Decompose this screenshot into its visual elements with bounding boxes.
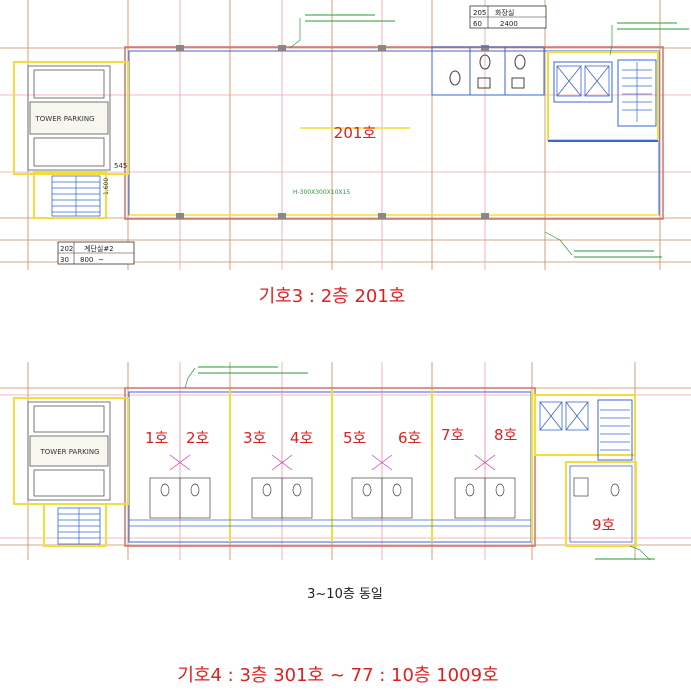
svg-text:화장실: 화장실 xyxy=(495,8,514,17)
plan-2f: TOWER PARKING 545 1,600 H-300X300X10X15 xyxy=(0,0,691,307)
bathroom-pods xyxy=(149,477,516,519)
parking-label-3f: TOWER PARKING xyxy=(40,448,100,456)
stair-left-3f xyxy=(43,503,107,547)
building-outline xyxy=(124,46,664,220)
building-outline-2 xyxy=(124,387,536,547)
dim-label-a: 545 xyxy=(114,162,127,170)
tower-parking-3f: TOWER PARKING xyxy=(13,397,129,505)
dim-label-b: 1,600 xyxy=(103,178,110,195)
callout-text-2f xyxy=(305,14,689,258)
beam-label: H-300X300X10X15 xyxy=(293,189,350,196)
svg-text:202: 202 xyxy=(60,245,73,253)
unit-label-6: 6호 xyxy=(398,429,422,447)
restroom-2f xyxy=(431,46,545,96)
unit-label-4: 4호 xyxy=(290,429,314,447)
svg-text:30: 30 xyxy=(60,256,69,264)
unit-label-5: 5호 xyxy=(343,429,367,447)
unit-label-2: 2호 xyxy=(186,429,210,447)
unit-label-8: 8호 xyxy=(494,426,518,444)
svg-text:계단실#2: 계단실#2 xyxy=(84,244,114,253)
unit-label-9: 9호 xyxy=(592,516,616,534)
unit-201-label: 201호 xyxy=(334,124,377,142)
caption-plan-2f: 기호3 : 2층 201호 xyxy=(259,286,406,307)
caption-plan-3f: 기호4 : 3층 301호 ~ 77 : 10층 1009호 xyxy=(177,665,498,686)
columns xyxy=(176,45,489,219)
svg-text:60: 60 xyxy=(473,20,482,28)
same-floors-note: 3~10층 동일 xyxy=(307,587,383,602)
stair-left-2f xyxy=(33,171,107,219)
svg-text:~: ~ xyxy=(98,256,104,264)
unit-label-1: 1호 xyxy=(145,429,169,447)
info-box-205: 205 화장실 60 2400 xyxy=(469,5,547,29)
parking-label-2f: TOWER PARKING xyxy=(35,115,95,123)
magenta-marks xyxy=(169,454,496,471)
unit-partitions xyxy=(229,390,533,542)
core-right-3f xyxy=(534,394,637,547)
unit-labels: 1호 2호 3호 4호 5호 6호 7호 8호 9호 xyxy=(145,426,616,534)
info-box-202: 202 계단실#2 30 800 ~ xyxy=(57,241,135,265)
svg-text:2400: 2400 xyxy=(500,20,518,28)
unit-label-7: 7호 xyxy=(441,426,465,444)
unit-label-3: 3호 xyxy=(243,429,267,447)
core-right-2f xyxy=(547,51,659,142)
svg-text:800: 800 xyxy=(80,256,93,264)
tower-parking-2f: TOWER PARKING xyxy=(13,61,129,175)
svg-text:205: 205 xyxy=(473,9,486,17)
callouts-2f xyxy=(289,18,613,256)
plan-3f-10f: TOWER PARKING xyxy=(0,362,691,686)
